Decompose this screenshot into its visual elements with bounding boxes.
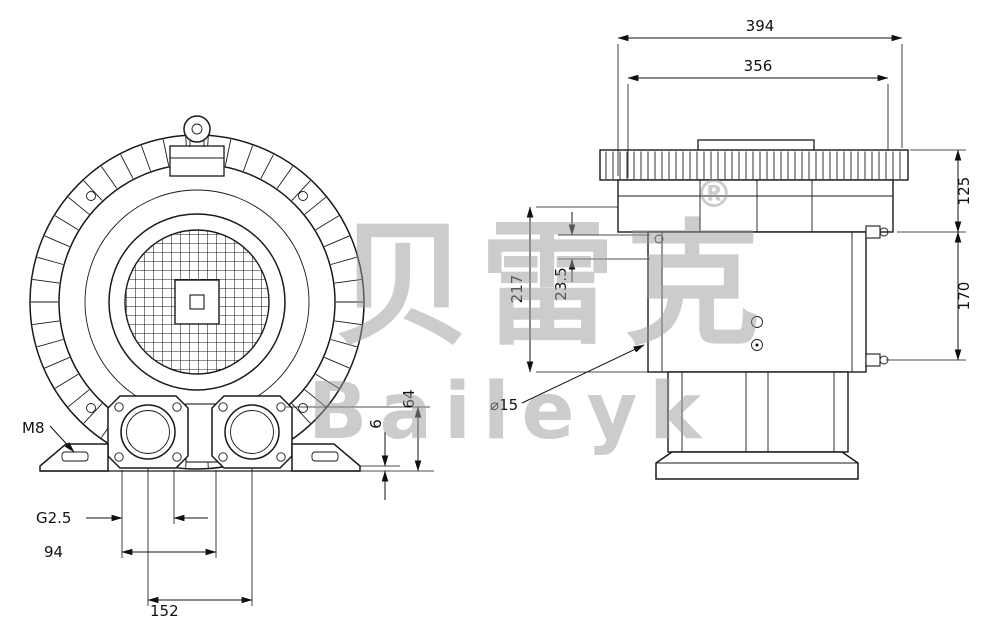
dim-152: 152 bbox=[150, 602, 179, 620]
body-bolt bbox=[654, 234, 664, 244]
housing-bolt bbox=[298, 403, 308, 413]
housing-bolt bbox=[298, 191, 308, 201]
dim-6: 6 bbox=[367, 419, 385, 429]
lifting-eye-ring bbox=[183, 115, 211, 143]
right-port-bore bbox=[224, 404, 280, 460]
dim-356: 356 bbox=[744, 57, 773, 75]
side-view bbox=[599, 139, 909, 480]
dim-394: 394 bbox=[746, 17, 775, 35]
eye-boss bbox=[169, 145, 225, 177]
tie-rod-upper bbox=[865, 225, 881, 239]
watermark: 贝雷克 ® Baileyk bbox=[308, 172, 770, 457]
left-port-thread bbox=[126, 410, 170, 454]
dim-217: 217 bbox=[508, 275, 526, 304]
motor-body bbox=[647, 231, 867, 373]
tie-rod-lower bbox=[865, 353, 881, 367]
housing-bolt bbox=[86, 191, 96, 201]
side-cooling-fins bbox=[605, 151, 901, 179]
foot-slot-left bbox=[61, 451, 89, 462]
dim-23-5: 23.5 bbox=[552, 267, 570, 300]
dim-m8: M8 bbox=[22, 419, 45, 437]
dim-64: 64 bbox=[400, 389, 418, 408]
dim-dia15: ⌀15 bbox=[490, 396, 518, 414]
mounting-foot-right bbox=[291, 443, 361, 472]
plug-lower bbox=[751, 339, 763, 351]
watermark-latin: Baileyk bbox=[308, 367, 713, 457]
fin-band bbox=[599, 149, 909, 181]
lifting-eye-hole bbox=[191, 123, 203, 135]
right-port-thread bbox=[230, 410, 274, 454]
dim-125: 125 bbox=[955, 177, 973, 206]
front-view bbox=[29, 115, 365, 472]
foot-slot-right bbox=[311, 451, 339, 462]
watermark-cjk: 贝雷克 bbox=[335, 207, 770, 364]
left-port-bore bbox=[120, 404, 176, 460]
dim-170: 170 bbox=[955, 282, 973, 311]
registered-mark-icon: ® bbox=[695, 172, 733, 216]
mounting-foot-left bbox=[39, 443, 109, 472]
dim-g2-5: G2.5 bbox=[36, 509, 71, 527]
housing-bolt bbox=[86, 403, 96, 413]
plug-upper bbox=[751, 316, 763, 328]
dimension-annotations: 394 356 125 170 217 23.5 ⌀15 M8 bbox=[22, 17, 973, 620]
dim-94: 94 bbox=[44, 543, 63, 561]
center-hub-square bbox=[189, 294, 205, 310]
